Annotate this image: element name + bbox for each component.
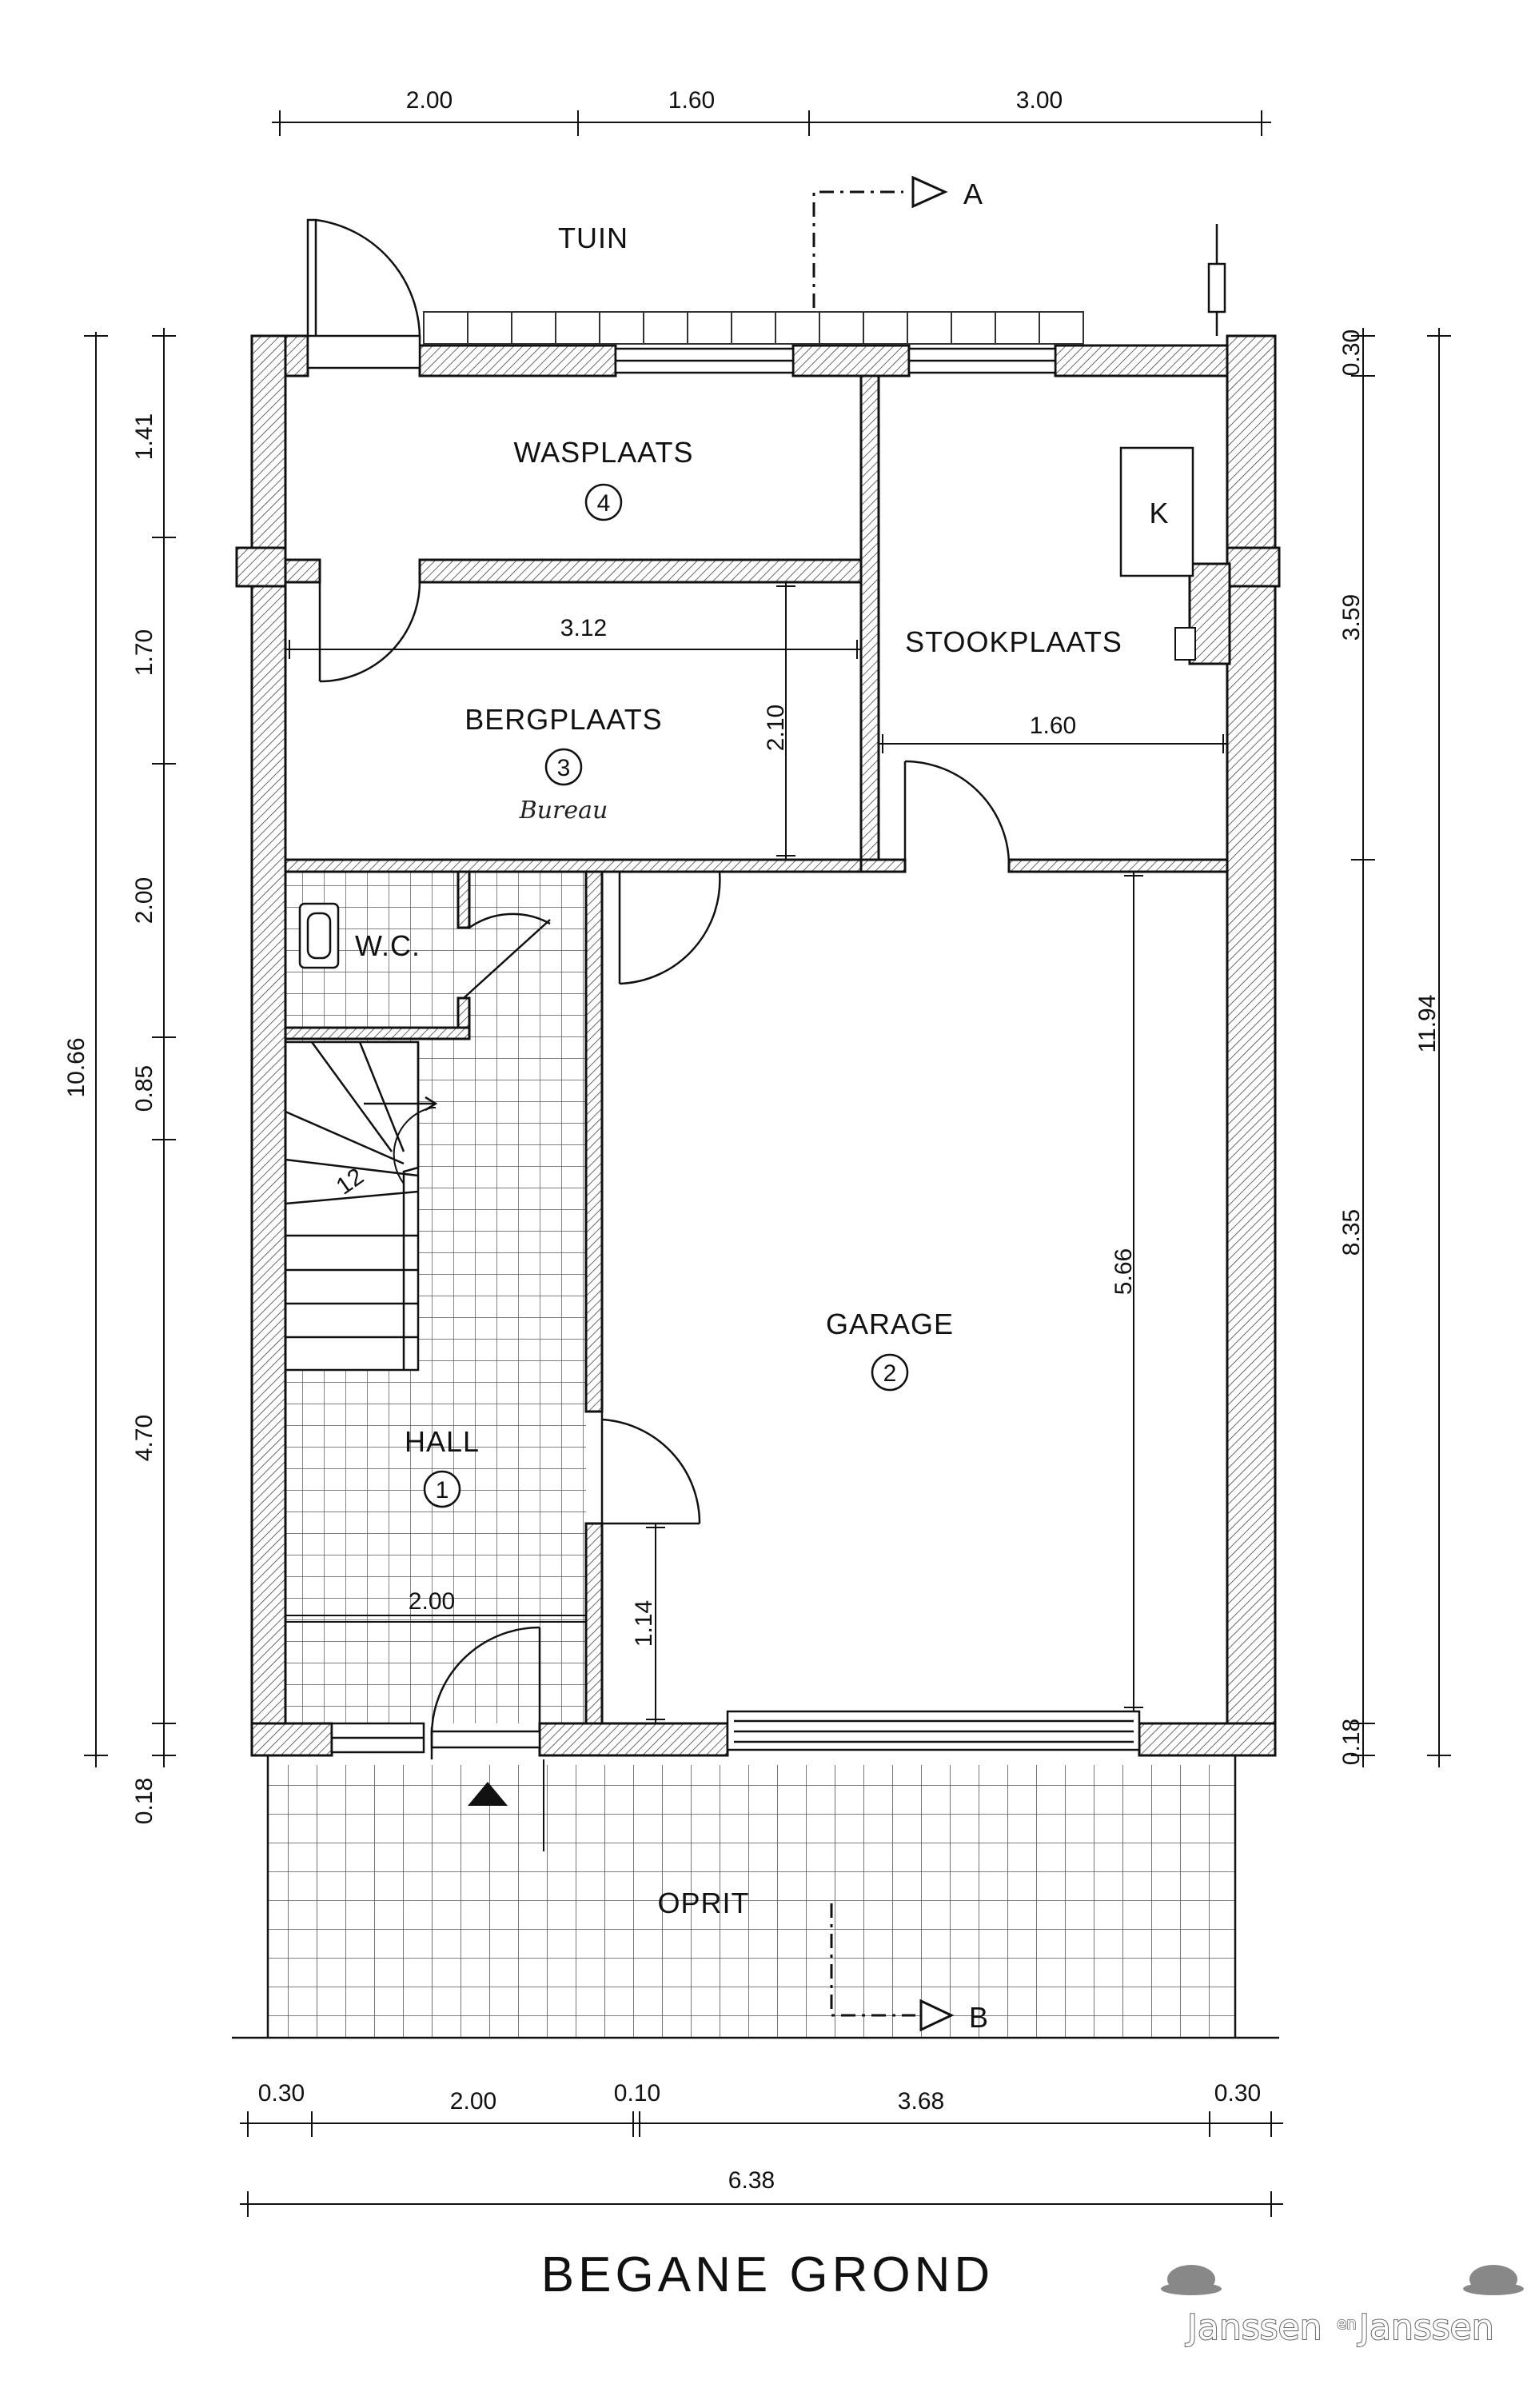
- room-bergplaats-note: Bureau: [519, 797, 608, 825]
- room-no-circle: [423, 1470, 461, 1508]
- walls: [235, 334, 1281, 1757]
- dim-bottom-3: 0.10: [614, 2080, 660, 2107]
- room-wc: W.C.: [355, 929, 421, 962]
- wall-stook-left: [859, 374, 880, 861]
- wall-top-3: [791, 344, 911, 377]
- wall-stook-bottom-2: [1007, 858, 1229, 873]
- room-stookplaats: STOOKPLAATS: [905, 625, 1122, 658]
- room-no-circle: [544, 748, 583, 786]
- dim-left-1: 1.41: [131, 413, 157, 460]
- oprit-border: [232, 1755, 1279, 2039]
- room-wasplaats: WASPLAATS: [513, 436, 693, 469]
- hat-icon: [1161, 2265, 1524, 2295]
- room-hall: HALL: [405, 1425, 480, 1458]
- oprit-tiles: [268, 1765, 1235, 2037]
- dim-top-3: 3.00: [1016, 87, 1063, 114]
- wall-garage-left-1: [584, 870, 604, 1413]
- dim-hall-width: 2.00: [409, 1588, 455, 1615]
- room-bergplaats: BERGPLAATS: [464, 703, 662, 736]
- wc-basin: [298, 902, 340, 969]
- dimension-lines: [84, 110, 1451, 2217]
- wall-wasplaats-bottom: [284, 558, 321, 584]
- dim-right-outer: 11.94: [1414, 995, 1441, 1053]
- dim-left-outer: 10.66: [63, 1037, 90, 1097]
- room-garage-no: 2: [883, 1360, 897, 1387]
- dim-left-4: 0.85: [131, 1065, 157, 1112]
- chimney: [1188, 562, 1231, 665]
- logo-right: Janssen: [1357, 2307, 1494, 2348]
- dim-bottom-5: 0.30: [1214, 2080, 1261, 2107]
- wall-bottom-2: [538, 1722, 729, 1757]
- wall-wc-bottom: [284, 1026, 471, 1040]
- stairs-area: [285, 1042, 418, 1370]
- room-garage: GARAGE: [826, 1308, 954, 1340]
- boiler-unit: [1119, 446, 1194, 577]
- room-no-circle: [871, 1353, 909, 1392]
- wall-right-pier: [1226, 546, 1281, 588]
- room-bergplaats-no: 3: [557, 755, 571, 781]
- staircase: [284, 1040, 438, 1372]
- wall-stook-bottom-1: [859, 858, 907, 873]
- wall-wc-right: [457, 870, 471, 929]
- dim-berg-width: 3.12: [560, 615, 607, 641]
- dim-bottom-2: 2.00: [450, 2088, 496, 2114]
- dim-right-2: 3.59: [1338, 594, 1365, 641]
- dim-left-5: 4.70: [131, 1415, 157, 1461]
- logo-middle: en: [1337, 2314, 1357, 2333]
- doors: [306, 218, 1011, 1759]
- wall-bottom-3: [1138, 1722, 1277, 1757]
- door-hall-garage: [600, 1412, 701, 1525]
- dim-berg-depth: 2.10: [763, 705, 789, 751]
- room-tuin: TUIN: [558, 222, 628, 254]
- windows: [330, 347, 1141, 1754]
- room-oprit: OPRIT: [657, 1887, 749, 1919]
- door-front: [430, 1626, 541, 1759]
- section-a-marker: [812, 175, 948, 308]
- dim-left-3: 2.00: [131, 877, 157, 924]
- dim-left-bottom: 0.18: [131, 1778, 157, 1824]
- room-wasplaats-no: 4: [597, 490, 611, 517]
- garden-edge-tiles: [423, 311, 1084, 345]
- chimney-vent: [1174, 627, 1196, 661]
- dim-stook-width: 1.60: [1030, 713, 1076, 739]
- door-garden: [306, 218, 421, 369]
- room-no-circle: [584, 483, 623, 521]
- door-bergplaats: [318, 560, 421, 683]
- dim-bottom-total: 6.38: [728, 2167, 775, 2194]
- dim-garage-depth: 5.66: [1110, 1248, 1137, 1295]
- dim-top-2: 1.60: [668, 87, 715, 114]
- floor-tiles: [268, 872, 1235, 2037]
- wall-bottom-1: [250, 1722, 333, 1757]
- dim-right-4: 0.18: [1338, 1719, 1365, 1765]
- dim-bottom-4: 3.68: [898, 2088, 944, 2114]
- room-labels: TUIN WASPLAATS 4 STOOKPLAATS K BERGPLAAT…: [355, 222, 1169, 1919]
- brand-logo: Janssen en Janssen: [1161, 2265, 1524, 2349]
- door-stookplaats: [903, 760, 1011, 872]
- wall-top-2: [418, 344, 617, 377]
- wall-berg-bottom: [284, 858, 863, 873]
- dim-garage-pier: 1.14: [631, 1600, 657, 1647]
- dim-top-1: 2.00: [406, 87, 453, 114]
- door-wc: [463, 912, 551, 999]
- wall-garage-left-2: [584, 1522, 604, 1725]
- dim-right-3: 8.35: [1338, 1209, 1365, 1256]
- logo-left: Janssen: [1185, 2307, 1322, 2348]
- section-b-label: B: [969, 2001, 989, 2034]
- dim-right-1: 0.30: [1338, 329, 1365, 376]
- door-garage-inner: [618, 871, 721, 985]
- section-a-label: A: [963, 178, 983, 210]
- entrance-marker: [468, 1782, 508, 1806]
- dim-bottom-1: 0.30: [258, 2080, 305, 2107]
- wall-left-pier: [235, 546, 287, 588]
- dimension-labels: 2.00 1.60 3.00 10.66 1.41 1.70 2.00 0.85…: [63, 87, 1441, 2194]
- dim-left-2: 1.70: [131, 629, 157, 676]
- section-b-marker: [830, 1903, 955, 2032]
- wall-berg-top: [418, 558, 863, 584]
- room-hall-no: 1: [436, 1477, 449, 1504]
- drawing-title: BEGANE GROND: [541, 2247, 994, 2302]
- boiler-label: K: [1149, 497, 1169, 529]
- garden-post: [1207, 224, 1226, 336]
